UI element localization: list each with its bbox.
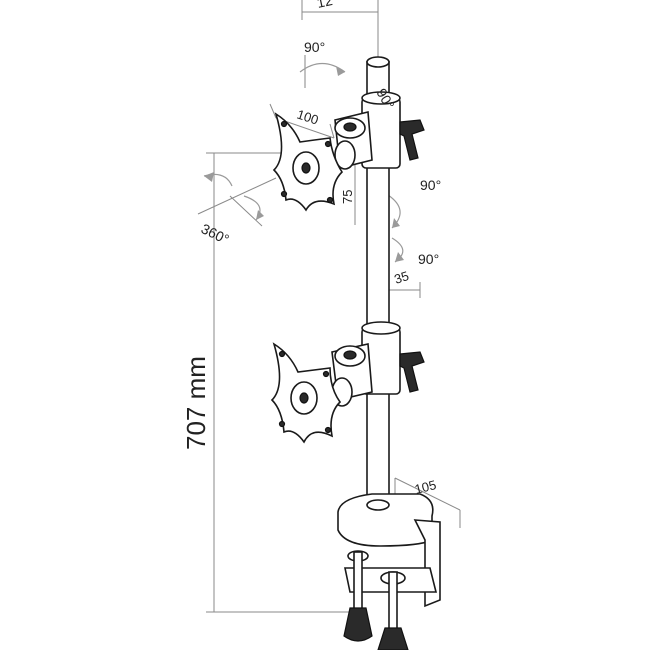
total-height-label: 707 mm bbox=[181, 356, 211, 450]
clamp-depth-label: 105 bbox=[413, 477, 438, 497]
plate-height-label: 75 bbox=[340, 190, 355, 204]
swivel-label: 360° bbox=[199, 220, 232, 247]
upper-mount bbox=[272, 91, 425, 212]
top-partial-label: 12 bbox=[315, 0, 334, 11]
plate-width-label: 100 bbox=[295, 107, 320, 128]
dimension-labels: 12 90° 90° 100 75 90° 90° 360° 35 707 mm… bbox=[181, 0, 441, 497]
tilt-up-label: 90° bbox=[420, 177, 441, 193]
tilt-down-label: 90° bbox=[418, 251, 439, 267]
rotation-arrows bbox=[203, 55, 404, 263]
desk-clamp bbox=[337, 493, 441, 650]
arm-offset-label: 35 bbox=[392, 268, 410, 287]
pole-rotation-label: 90° bbox=[304, 39, 325, 55]
lower-mount bbox=[270, 321, 425, 444]
